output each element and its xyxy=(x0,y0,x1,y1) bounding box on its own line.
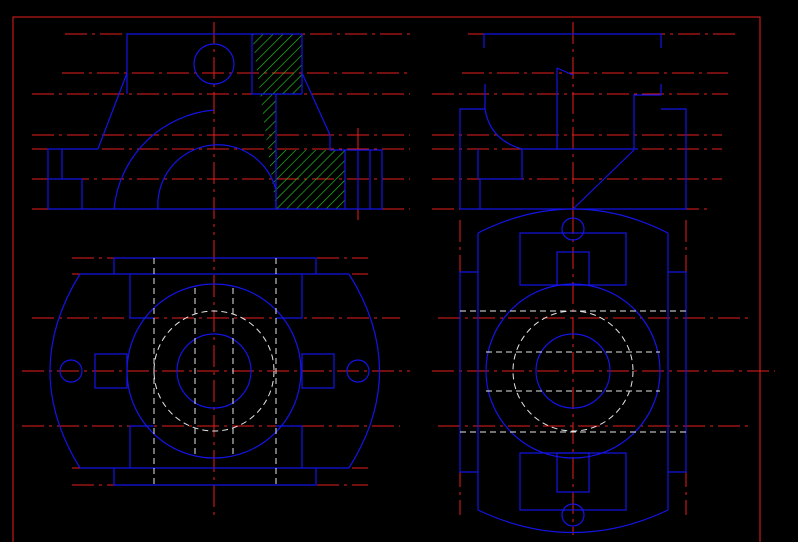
front-view-section xyxy=(32,22,410,235)
auxiliary-view-hidden-lines xyxy=(460,310,686,433)
top-view-outline xyxy=(49,257,380,486)
front-view-center-lines xyxy=(32,22,410,235)
side-view-center-lines xyxy=(432,22,740,230)
drawing-border xyxy=(12,16,761,542)
front-view-outline xyxy=(47,33,383,210)
top-view xyxy=(22,240,410,515)
auxiliary-view-center-lines xyxy=(432,212,775,535)
top-view-hidden-lines xyxy=(153,258,277,485)
auxiliary-view-outline xyxy=(459,208,687,533)
auxiliary-view xyxy=(432,208,775,535)
side-view xyxy=(432,22,740,230)
front-view-hatch-section xyxy=(252,34,345,209)
